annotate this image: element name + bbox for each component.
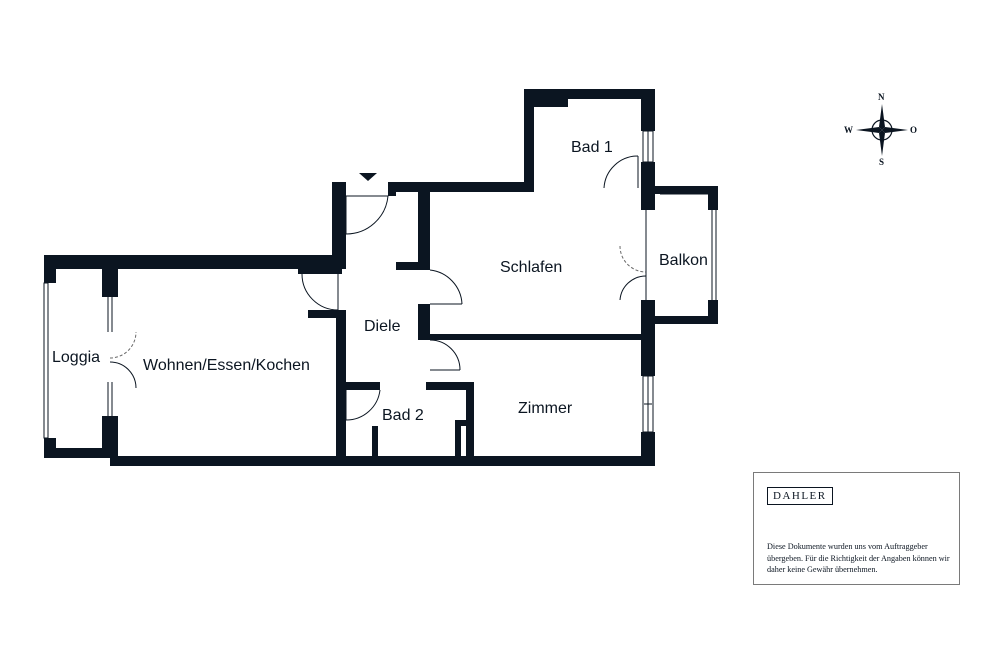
room-label-zimmer: Zimmer [518,400,573,417]
compass-east: O [910,125,917,135]
room-label-wohnen: Wohnen/Essen/Kochen [143,357,310,374]
room-label-bad2: Bad 2 [382,407,424,424]
room-label-balkon: Balkon [659,252,708,269]
brand-logo: DAHLER [767,487,833,505]
room-label-schlafen: Schlafen [500,259,562,276]
windows [43,130,717,439]
room-label-bad1: Bad 1 [571,139,613,156]
entrance-arrow-icon [359,173,377,181]
disclaimer-text: Diese Dokumente wurden uns vom Auftragge… [767,542,950,574]
room-label-loggia: Loggia [52,349,100,366]
compass-south: S [879,157,884,167]
walls [44,89,718,466]
doors [109,155,647,421]
compass-north: N [878,92,885,102]
info-box: DAHLER Diese Dokumente wurden uns vom Au… [753,472,960,585]
compass-rose-icon: N S W O [844,92,917,167]
room-label-diele: Diele [364,318,401,335]
room-labels: Bad 1 Schlafen Balkon Diele Loggia Wohne… [52,139,708,424]
compass-west: W [844,125,853,135]
